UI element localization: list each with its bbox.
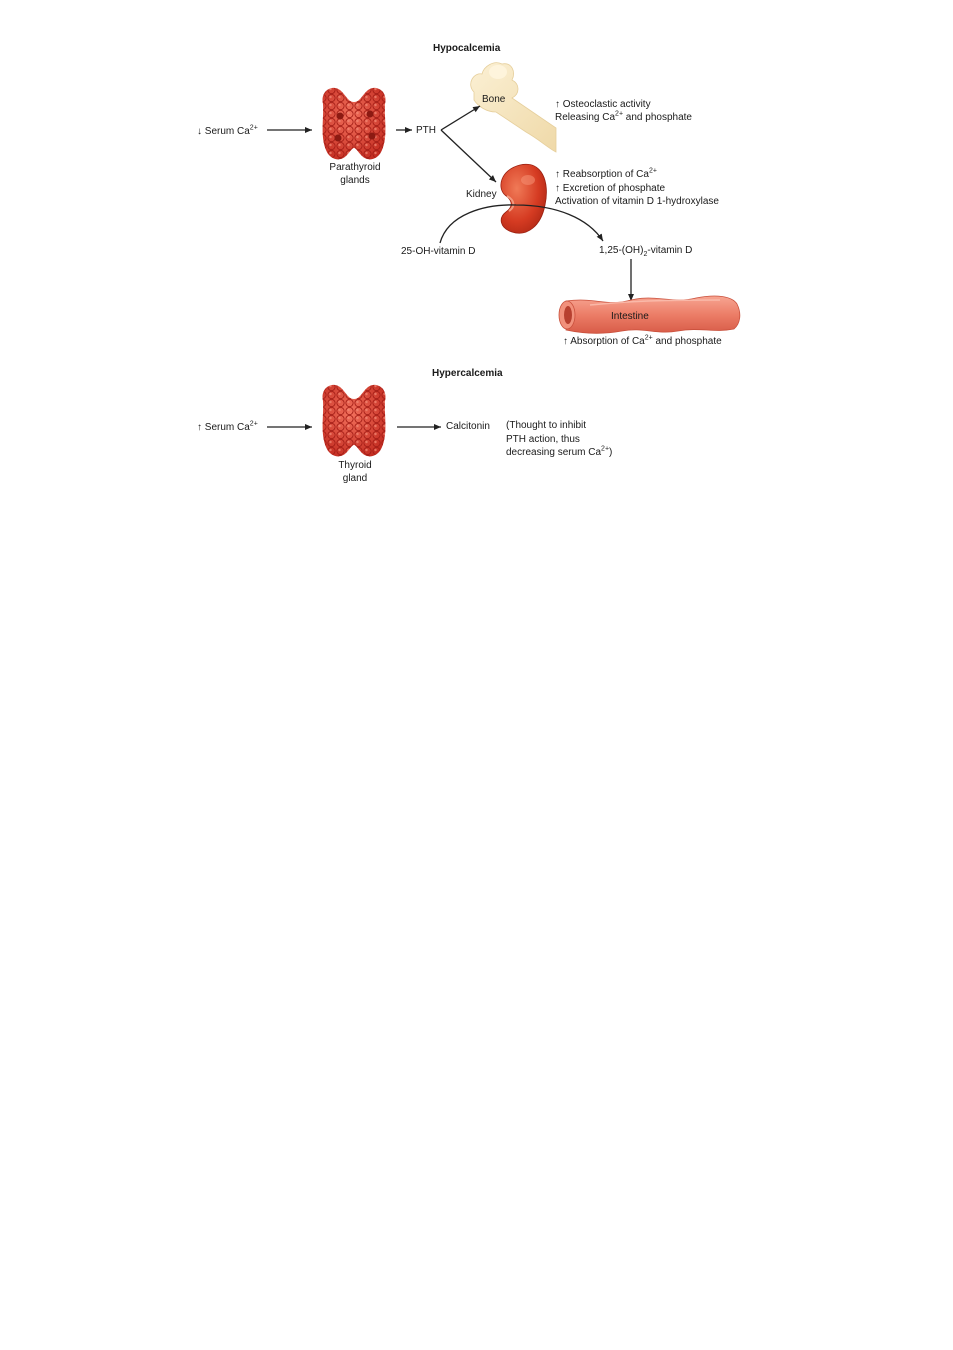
vitamin-d-activation-arrow: [439, 204, 604, 244]
thyroid-label: Thyroid gland: [338, 460, 372, 484]
pth-to-kidney-arrow: [440, 129, 497, 183]
femur-bone-icon: [470, 62, 557, 153]
vitamin-d-input-label: 25-OH-vitamin D: [401, 246, 476, 257]
pth-label: PTH: [416, 125, 436, 136]
intestine-effect: ↑ Absorption of Ca2+ and phosphate: [563, 334, 722, 347]
hypercalcemia-title: Hypercalcemia: [432, 368, 503, 379]
intestine-label: Intestine: [611, 311, 649, 322]
calcitonin-label: Calcitonin: [446, 421, 490, 432]
vitamin-d-output-label: 1,25-(OH)2-vitamin D: [599, 245, 693, 258]
thyroid-gland-icon: [322, 384, 386, 457]
up-arrow-icon: ↑: [563, 336, 568, 347]
serum-ca-high-label: ↑ Serum Ca2+: [197, 420, 258, 433]
parathyroid-gland-icon: [322, 87, 386, 160]
hypocalcemia-title: Hypocalcemia: [433, 43, 501, 54]
up-arrow-icon: ↑: [197, 422, 202, 433]
calcitonin-note: (Thought to inhibit PTH action, thus dec…: [506, 420, 613, 458]
kidney-effects: ↑ Reabsorption of Ca2+ ↑ Excretion of ph…: [555, 167, 719, 207]
up-arrow-icon: ↑: [555, 182, 560, 194]
parathyroid-label: Parathyroid glands: [329, 162, 381, 186]
kidney-label: Kidney: [466, 189, 497, 200]
down-arrow-icon: ↓: [197, 126, 202, 137]
pth-to-bone-arrow: [440, 105, 481, 131]
up-arrow-icon: ↑: [555, 99, 560, 110]
bone-label: Bone: [482, 94, 506, 105]
kidney-icon: [500, 163, 547, 234]
serum-ca-low-label: ↓ Serum Ca2+: [197, 124, 258, 137]
bone-effects: ↑ Osteoclastic activity Releasing Ca2+ a…: [555, 99, 692, 123]
up-arrow-icon: ↑: [555, 169, 560, 180]
intestine-icon: [558, 295, 741, 334]
